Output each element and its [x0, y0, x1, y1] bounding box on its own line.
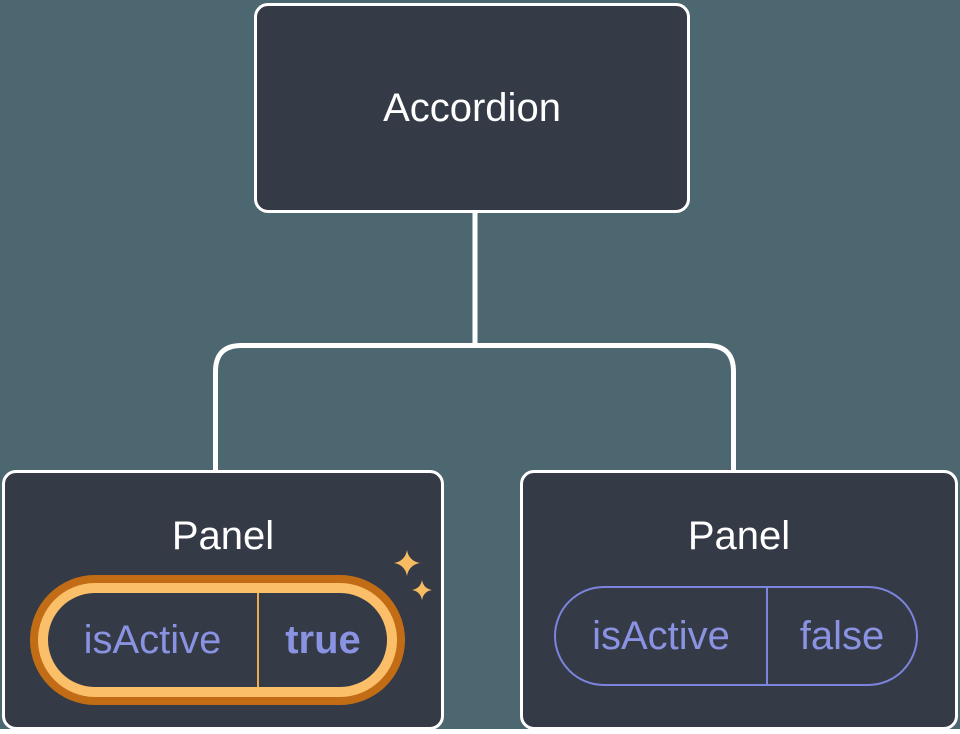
component-node-panel-inactive: Panel isActive false	[520, 470, 958, 730]
state-pill-active-highlight-ring: isActive true	[30, 575, 405, 705]
state-prop-value: false	[799, 613, 885, 658]
state-prop-value: true	[285, 617, 361, 662]
pill-divider	[766, 588, 768, 684]
panel-title: Panel	[171, 514, 275, 558]
accordion-node-label: Accordion	[383, 85, 561, 130]
component-node-panel-active: Panel isActive true	[2, 470, 444, 730]
state-prop-name: isActive	[592, 613, 730, 658]
state-pill-active: isActive true	[48, 593, 387, 687]
state-pill-active-glow: isActive true	[38, 583, 397, 697]
state-pill-inactive: isActive false	[554, 586, 918, 686]
pill-divider	[257, 593, 259, 687]
page-background-edge	[0, 729, 960, 734]
panel-title: Panel	[687, 514, 791, 558]
state-prop-name: isActive	[83, 617, 222, 662]
component-node-accordion: Accordion	[254, 3, 690, 213]
